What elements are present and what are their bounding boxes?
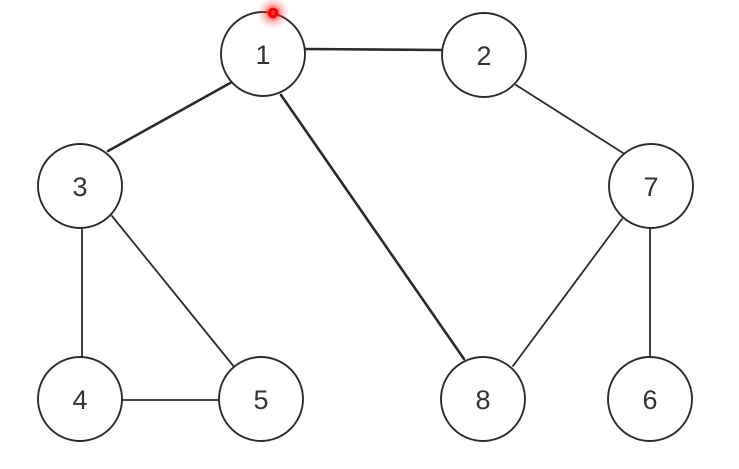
graph-node-6[interactable]: 6 bbox=[607, 356, 693, 442]
node-label-2: 2 bbox=[476, 41, 491, 71]
click-marker-ring bbox=[267, 7, 279, 19]
node-label-6: 6 bbox=[642, 385, 657, 415]
graph-node-7[interactable]: 7 bbox=[608, 143, 694, 229]
graph-edge-2-7[interactable] bbox=[515, 84, 624, 154]
graph-edge-1-2[interactable] bbox=[303, 47, 445, 52]
node-circle-2[interactable] bbox=[441, 12, 527, 98]
node-label-7: 7 bbox=[643, 172, 658, 202]
graph-node-8[interactable]: 8 bbox=[440, 356, 526, 442]
graph-edge-1-8[interactable] bbox=[279, 93, 466, 361]
node-circle-5[interactable] bbox=[218, 356, 304, 442]
node-label-4: 4 bbox=[72, 385, 87, 415]
graph-node-1[interactable]: 1 bbox=[220, 11, 306, 97]
nodes-layer: 1 2 3 7 4 5 8 6 bbox=[37, 11, 694, 442]
graph-node-5[interactable]: 5 bbox=[218, 356, 304, 442]
node-label-8: 8 bbox=[475, 385, 490, 415]
edges-layer bbox=[81, 47, 651, 401]
graph-node-3[interactable]: 3 bbox=[37, 143, 123, 229]
graph-node-4[interactable]: 4 bbox=[37, 356, 123, 442]
graph-edge-3-5[interactable] bbox=[111, 215, 236, 369]
node-circle-7[interactable] bbox=[608, 143, 694, 229]
graph-edge-7-8[interactable] bbox=[512, 218, 623, 367]
graph-edge-1-3[interactable] bbox=[106, 80, 234, 153]
node-circle-6[interactable] bbox=[607, 356, 693, 442]
node-label-5: 5 bbox=[253, 385, 268, 415]
node-circle-4[interactable] bbox=[37, 356, 123, 442]
node-label-3: 3 bbox=[72, 172, 87, 202]
node-circle-3[interactable] bbox=[37, 143, 123, 229]
graph-node-2[interactable]: 2 bbox=[441, 12, 527, 98]
node-label-1: 1 bbox=[255, 40, 270, 70]
node-circle-8[interactable] bbox=[440, 356, 526, 442]
